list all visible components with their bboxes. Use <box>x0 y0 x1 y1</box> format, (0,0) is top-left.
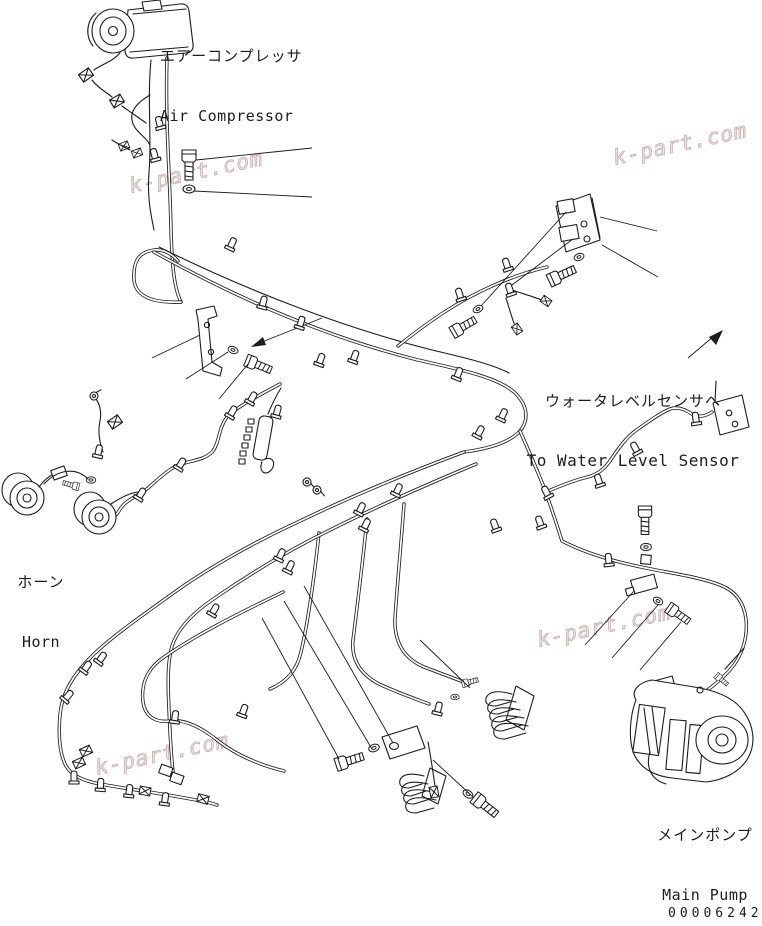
label-water-level-sensor: ウォータレベルセンサへ To Water Level Sensor <box>520 351 746 511</box>
label-horn-en: Horn <box>21 633 61 651</box>
bracket-left-assembly <box>151 305 274 400</box>
label-horn: ホーン Horn <box>12 532 70 692</box>
label-main-pump-jp: メインポンプ <box>657 826 753 844</box>
main-harness-trunk <box>152 246 553 454</box>
mounting-bolt-top <box>181 147 313 198</box>
connector-strip <box>238 387 328 498</box>
bottom-assembly <box>261 585 535 821</box>
horns-drawing <box>1 465 139 535</box>
label-air-compressor-jp: エアーコンプレッサ <box>160 47 303 65</box>
bracket-top-right <box>448 193 659 339</box>
label-main-pump: メインポンプ Main Pump <box>646 785 762 926</box>
drop-wires <box>268 502 471 706</box>
label-horn-jp: ホーン <box>17 573 65 591</box>
label-air-compressor: エアーコンプレッサ Air Compressor <box>160 6 303 166</box>
label-water-level-sensor-jp: ウォータレベルセンサへ <box>544 392 721 410</box>
main-pump-drawing <box>629 647 754 785</box>
bottom-left-harness <box>57 450 478 807</box>
label-air-compressor-en: Air Compressor <box>160 107 294 125</box>
water-sensor-wire <box>544 330 750 494</box>
sensor-arrow <box>709 330 723 345</box>
label-water-level-sensor-en: To Water Level Sensor <box>526 451 740 470</box>
compressor-harness <box>111 56 183 304</box>
air-compressor-drawing <box>77 0 194 124</box>
label-main-pump-en: Main Pump <box>662 886 748 904</box>
part-number: 00006242 <box>668 906 762 921</box>
